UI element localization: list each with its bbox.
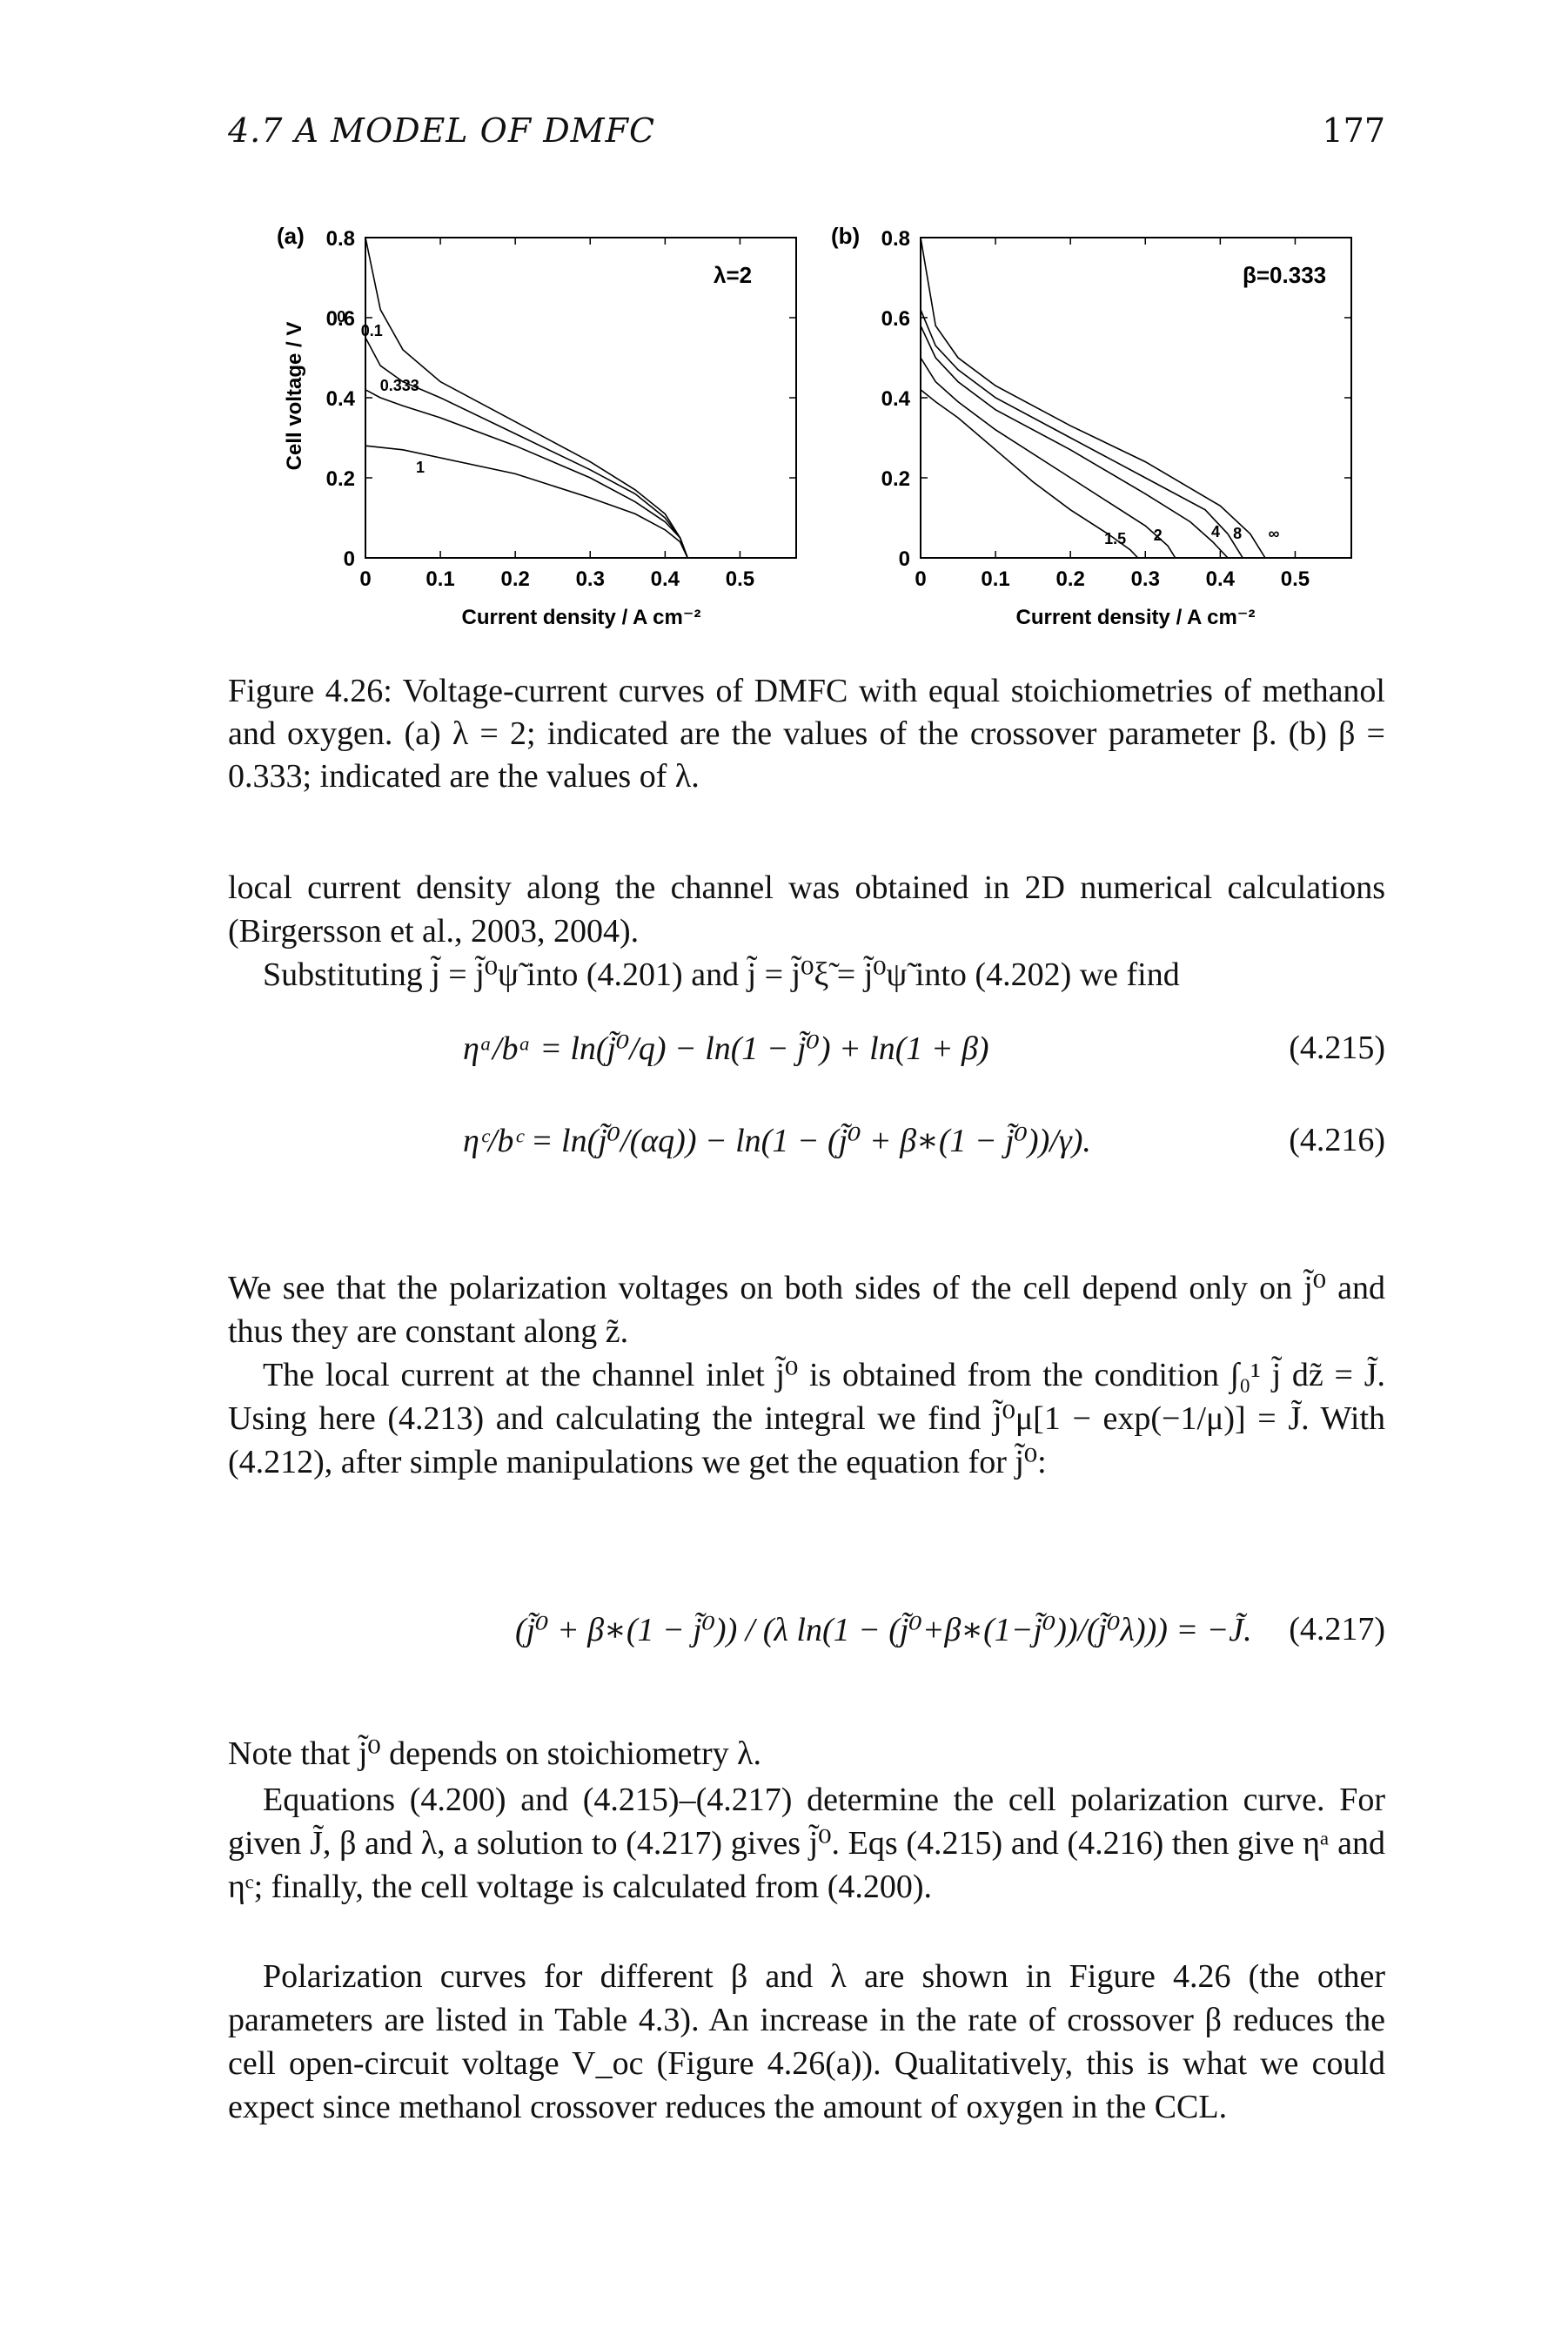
panel-a-ticks: 0 0.1 0.2 0.3 0.4 0.5 0 0.2 0.4 0.6 0.8	[326, 227, 796, 591]
series-line-a-1	[365, 337, 688, 559]
x-tick-label: 0.4	[651, 567, 680, 591]
series-line-a-0	[365, 237, 688, 559]
x-tick-label: 0.5	[726, 567, 754, 591]
page-number: 177	[1322, 111, 1385, 150]
paragraph-5: Note that j̃⁰ depends on stoichiometry λ…	[228, 1735, 762, 1772]
y-tick-label: 0.8	[326, 227, 355, 251]
y-tick-label: 0	[899, 547, 910, 571]
equation-4-216-body: ηᶜ/bᶜ = ln(j̃⁰/(αq)) − ln(1 − (j̃⁰ + β∗(…	[463, 1123, 1091, 1159]
y-tick-label: 0.6	[326, 307, 355, 331]
figure-caption: Figure 4.26: Voltage-current curves of D…	[228, 673, 1385, 795]
y-tick-label: 0.4	[326, 387, 356, 411]
series-line-b-3	[920, 309, 1243, 559]
panel-a-curves	[365, 237, 688, 559]
panel-a-tag: (a)	[277, 223, 305, 249]
paragraph-7: Polarization curves for different β and …	[228, 1958, 1385, 2125]
x-tick-label: 0.4	[1206, 567, 1236, 591]
x-tick-label: 0.2	[500, 567, 529, 591]
x-tick-label: 0	[915, 567, 926, 591]
curve-label: 0.1	[361, 322, 383, 339]
x-tick-label: 0.3	[576, 567, 605, 591]
curve-label: 2	[1154, 527, 1163, 544]
figure-4-26: (a) λ=2 Cell voltage / V Current density…	[277, 223, 1352, 629]
equation-4-217-body: (j̃⁰ + β∗(1 − j̃⁰)) / (λ ln(1 − (j̃⁰+β∗(…	[515, 1612, 1252, 1648]
equation-4-215-body: ηᵃ/bᵃ = ln(j̃⁰/q) − ln(1 − j̃⁰) + ln(1 +…	[463, 1030, 989, 1067]
panel-b-curves	[920, 237, 1266, 559]
panel-a-param: λ=2	[714, 262, 752, 288]
curve-label: 1	[416, 459, 425, 476]
panel-b-ticks: 0 0.1 0.2 0.3 0.4 0.5 0 0.2 0.4 0.6 0.8	[881, 227, 1351, 591]
series-line-b-4	[920, 237, 1266, 559]
panel-a-ylabel: Cell voltage / V	[283, 322, 306, 471]
panel-b-param: β=0.333	[1243, 262, 1326, 288]
x-tick-label: 0.1	[981, 567, 1009, 591]
x-tick-label: 0	[359, 567, 371, 591]
section-title: 4.7 A MODEL OF DMFC	[228, 111, 656, 150]
equation-4-217: (j̃⁰ + β∗(1 − j̃⁰)) / (λ ln(1 − (j̃⁰+β∗(…	[228, 1584, 1385, 1680]
series-line-b-1	[920, 357, 1176, 559]
equation-4-215: ηᵃ/bᵃ = ln(j̃⁰/q) − ln(1 − j̃⁰) + ln(1 +…	[228, 1018, 1385, 1097]
equation-4-217-number: (4.217)	[1289, 1611, 1385, 1648]
series-line-a-3	[365, 445, 688, 559]
y-tick-label: 0.2	[326, 467, 355, 491]
x-tick-label: 0.3	[1131, 567, 1160, 591]
curve-label: ∞	[1269, 525, 1280, 542]
panel-a: (a) λ=2 Cell voltage / V Current density…	[277, 223, 797, 629]
paragraph-4: The local current at the channel inlet j…	[228, 1357, 1385, 1480]
curve-label: 0.333	[380, 377, 419, 394]
y-tick-label: 0	[344, 547, 355, 571]
y-tick-label: 0.6	[881, 307, 910, 331]
panel-b: (b) β=0.333 Current density / A cm⁻² 0 0.…	[831, 223, 1352, 629]
curve-label: 1.5	[1104, 530, 1126, 547]
equation-4-216-number: (4.216)	[1289, 1122, 1385, 1158]
paragraph-1: local current density along the channel …	[228, 869, 1385, 950]
panel-a-curve-labels: 0 0.1 0.333 1	[337, 308, 425, 476]
running-head: 4.7 A MODEL OF DMFC 177	[228, 111, 1385, 164]
equation-4-216: ηᶜ/bᶜ = ln(j̃⁰/(αq)) − ln(1 − (j̃⁰ + β∗(…	[228, 1097, 1385, 1175]
curve-label: 0	[337, 308, 345, 326]
curve-label: 8	[1233, 525, 1242, 542]
series-line-b-0	[920, 389, 1139, 559]
x-tick-label: 0.5	[1281, 567, 1310, 591]
y-tick-label: 0.4	[881, 387, 911, 411]
panel-a-xlabel: Current density / A cm⁻²	[462, 606, 701, 629]
paragraph-3: We see that the polarization voltages on…	[228, 1270, 1385, 1350]
curve-label: 4	[1211, 523, 1220, 540]
panel-b-xlabel: Current density / A cm⁻²	[1016, 606, 1256, 629]
equation-4-215-number: (4.215)	[1289, 1030, 1385, 1066]
x-tick-label: 0.2	[1055, 567, 1084, 591]
y-tick-label: 0.2	[881, 467, 910, 491]
y-tick-label: 0.8	[881, 227, 910, 251]
paragraph-6: Equations (4.200) and (4.215)–(4.217) de…	[228, 1782, 1385, 1905]
paragraph-2: Substituting j̃ = j̃⁰ψ̃ into (4.201) and…	[263, 956, 1180, 993]
panel-b-tag: (b)	[831, 223, 860, 249]
series-line-a-2	[365, 389, 688, 559]
x-tick-label: 0.1	[426, 567, 454, 591]
series-line-b-2	[920, 325, 1229, 559]
